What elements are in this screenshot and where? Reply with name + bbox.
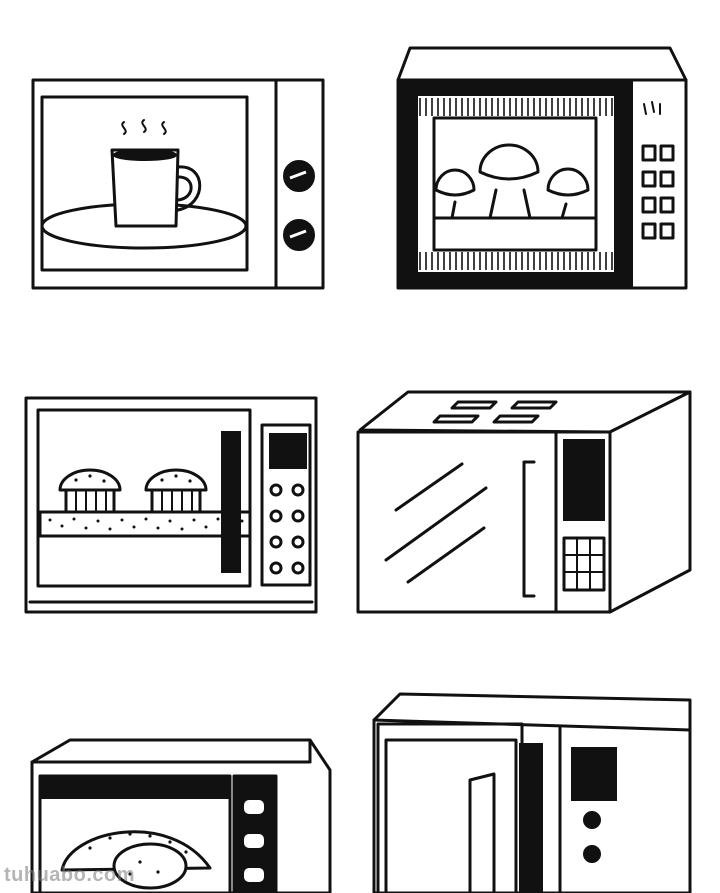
microwave-3d-icon	[356, 390, 692, 614]
toaster-oven-with-buns-icon	[396, 46, 688, 290]
watermark-text: tuhuabo.com	[4, 864, 136, 886]
microwave-with-coffee-mug-icon	[31, 78, 325, 290]
microwave-with-bread-icon	[30, 738, 332, 893]
microwave-with-muffins-icon	[24, 396, 318, 614]
open-oven-icon	[372, 692, 692, 893]
